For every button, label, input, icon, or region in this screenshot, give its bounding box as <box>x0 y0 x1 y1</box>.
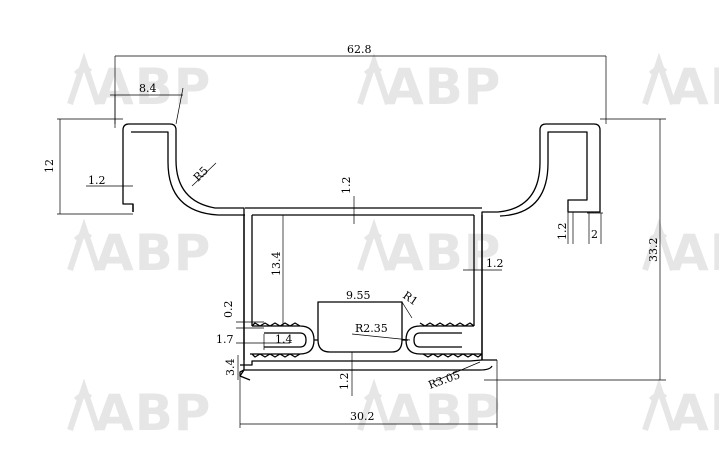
aluminium-profile <box>122 123 601 381</box>
dim-stem-height: 13.4 <box>270 252 283 277</box>
dim-tooth-gap: 0.2 <box>222 301 235 319</box>
dim-slot-width: 9.55 <box>346 289 371 302</box>
watermark-leaf-icon <box>357 52 391 105</box>
watermark-leaf-icon <box>357 378 391 431</box>
dim-left-height: 12 <box>43 159 56 173</box>
watermark: ABP <box>385 224 501 282</box>
dim-tooth-pitch: 1.7 <box>216 333 234 346</box>
profile-left-groove <box>264 332 307 348</box>
profile-outer-contour <box>122 123 601 381</box>
dim-tooth-depth: 1.4 <box>275 333 293 346</box>
dim-line-total-height <box>484 118 666 381</box>
dim-lip-width: 8.4 <box>139 82 157 95</box>
watermark-leaf-icon <box>67 52 101 105</box>
dim-line-left-height <box>57 118 133 215</box>
watermark: ABP <box>670 224 719 282</box>
profile-web <box>245 207 482 216</box>
watermark: ABP <box>385 58 501 116</box>
watermark: ABP <box>670 384 719 442</box>
watermark-leaf-icon <box>67 378 101 431</box>
watermark: ABP <box>95 384 211 442</box>
dim-line-right-lip <box>567 200 603 244</box>
dim-overall-width: 62.8 <box>347 43 372 56</box>
profile-right-teeth <box>405 322 483 358</box>
watermark-leaf-icon <box>642 52 676 105</box>
dim-fillet: R5 <box>191 164 211 184</box>
dim-right-lip-height: 1.2 <box>556 223 569 241</box>
dim-base-width: 30.2 <box>350 410 375 423</box>
dim-line-groove-radius <box>351 333 411 341</box>
dim-total-height: 33.2 <box>647 238 660 263</box>
dim-line-base-width <box>239 360 498 428</box>
dimension-lines <box>57 55 666 428</box>
profile-left-lip-inner <box>131 131 245 216</box>
dim-stem-wall: 1.2 <box>486 257 504 270</box>
watermark: ABP <box>95 224 211 282</box>
dim-slot-radius: R1 <box>400 289 420 308</box>
dim-base-height: 3.4 <box>224 359 237 377</box>
dim-line-slot-radius <box>401 301 413 319</box>
watermark-leaf-icon <box>642 378 676 431</box>
profile-left-stem <box>243 215 253 360</box>
dim-line-fillet <box>191 162 217 187</box>
watermark-group: ABP ABP ABP ABP ABP ABP ABP ABP ABP <box>67 52 719 442</box>
dim-line-tooth-gap <box>236 321 264 329</box>
watermark-leaf-icon <box>357 218 391 271</box>
watermark-leaf-icon <box>642 218 676 271</box>
dim-web-thickness: 1.2 <box>340 177 353 195</box>
watermark: ABP <box>95 58 211 116</box>
profile-right-stem <box>473 215 483 360</box>
watermark: ABP <box>385 384 501 442</box>
profile-right-groove <box>413 332 462 348</box>
watermark-leaf-icon <box>67 218 101 271</box>
dim-line-tooth-pitch <box>236 334 290 350</box>
dim-right-lip-width: 2 <box>591 228 598 241</box>
dim-groove-radius: R2.35 <box>355 322 388 335</box>
dim-left-wall: 1.2 <box>88 174 106 187</box>
dim-base-thickness: 1.2 <box>338 373 351 391</box>
dim-line-corner-radius <box>432 361 481 383</box>
watermark: ABP <box>670 58 719 116</box>
